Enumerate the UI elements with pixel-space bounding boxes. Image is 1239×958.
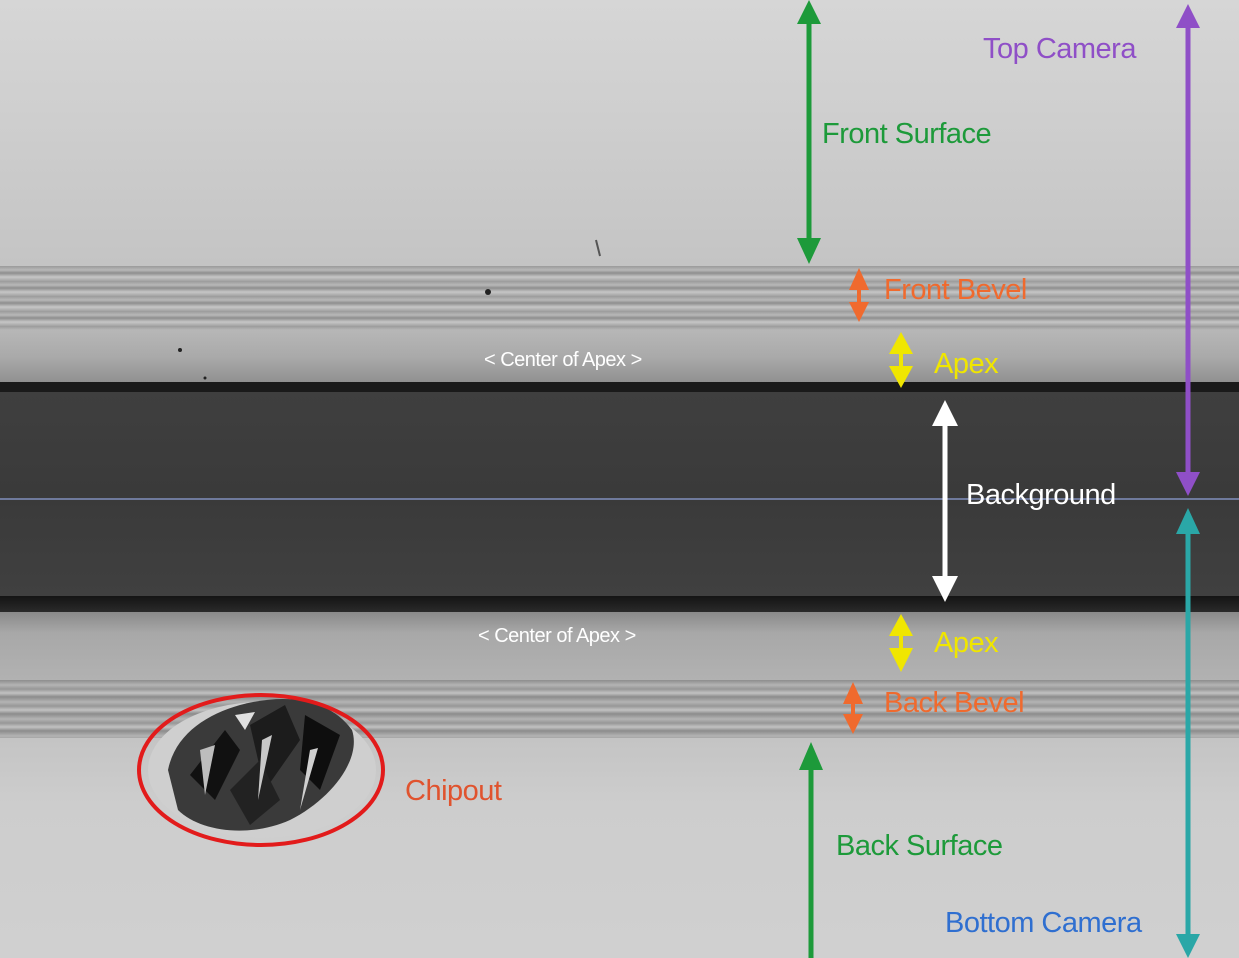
center-of-apex-bottom-label: < Center of Apex > xyxy=(478,625,636,647)
front-surface-label: Front Surface xyxy=(822,118,992,150)
back-surface-label: Back Surface xyxy=(836,830,1003,862)
bottom-camera-label: Bottom Camera xyxy=(945,907,1142,939)
back-bevel-arrow xyxy=(843,682,863,734)
front-bevel-label: Front Bevel xyxy=(884,274,1027,306)
apex-bottom-label: Apex xyxy=(934,627,999,659)
back-surface-arrow xyxy=(799,742,823,958)
apex-top-label: Apex xyxy=(934,348,999,380)
surface-specks xyxy=(178,239,601,737)
background-arrow xyxy=(932,400,958,602)
back-bevel-label: Back Bevel xyxy=(884,687,1025,719)
background-label: Background xyxy=(966,479,1116,511)
bottom-edge-line xyxy=(0,596,1239,612)
center-line xyxy=(0,498,1239,500)
front-surface-region xyxy=(0,0,1239,268)
center-of-apex-top-label: < Center of Apex > xyxy=(484,349,642,371)
chipout-circle xyxy=(137,693,385,847)
front-bevel-region xyxy=(0,266,1239,330)
background-region xyxy=(0,392,1239,598)
apex-bottom-region xyxy=(0,612,1239,682)
chipout-label: Chipout xyxy=(405,775,502,807)
top-edge-line xyxy=(0,382,1239,392)
apex-top-region xyxy=(0,330,1239,386)
apex-top-arrow xyxy=(889,332,913,388)
bottom-camera-arrow xyxy=(1176,508,1200,958)
top-camera-arrow xyxy=(1176,4,1200,496)
front-surface-arrow xyxy=(797,0,821,264)
chipout-defect xyxy=(148,698,376,838)
apex-bottom-arrow xyxy=(889,614,913,672)
top-camera-label: Top Camera xyxy=(983,33,1136,65)
front-bevel-arrow xyxy=(849,268,869,322)
